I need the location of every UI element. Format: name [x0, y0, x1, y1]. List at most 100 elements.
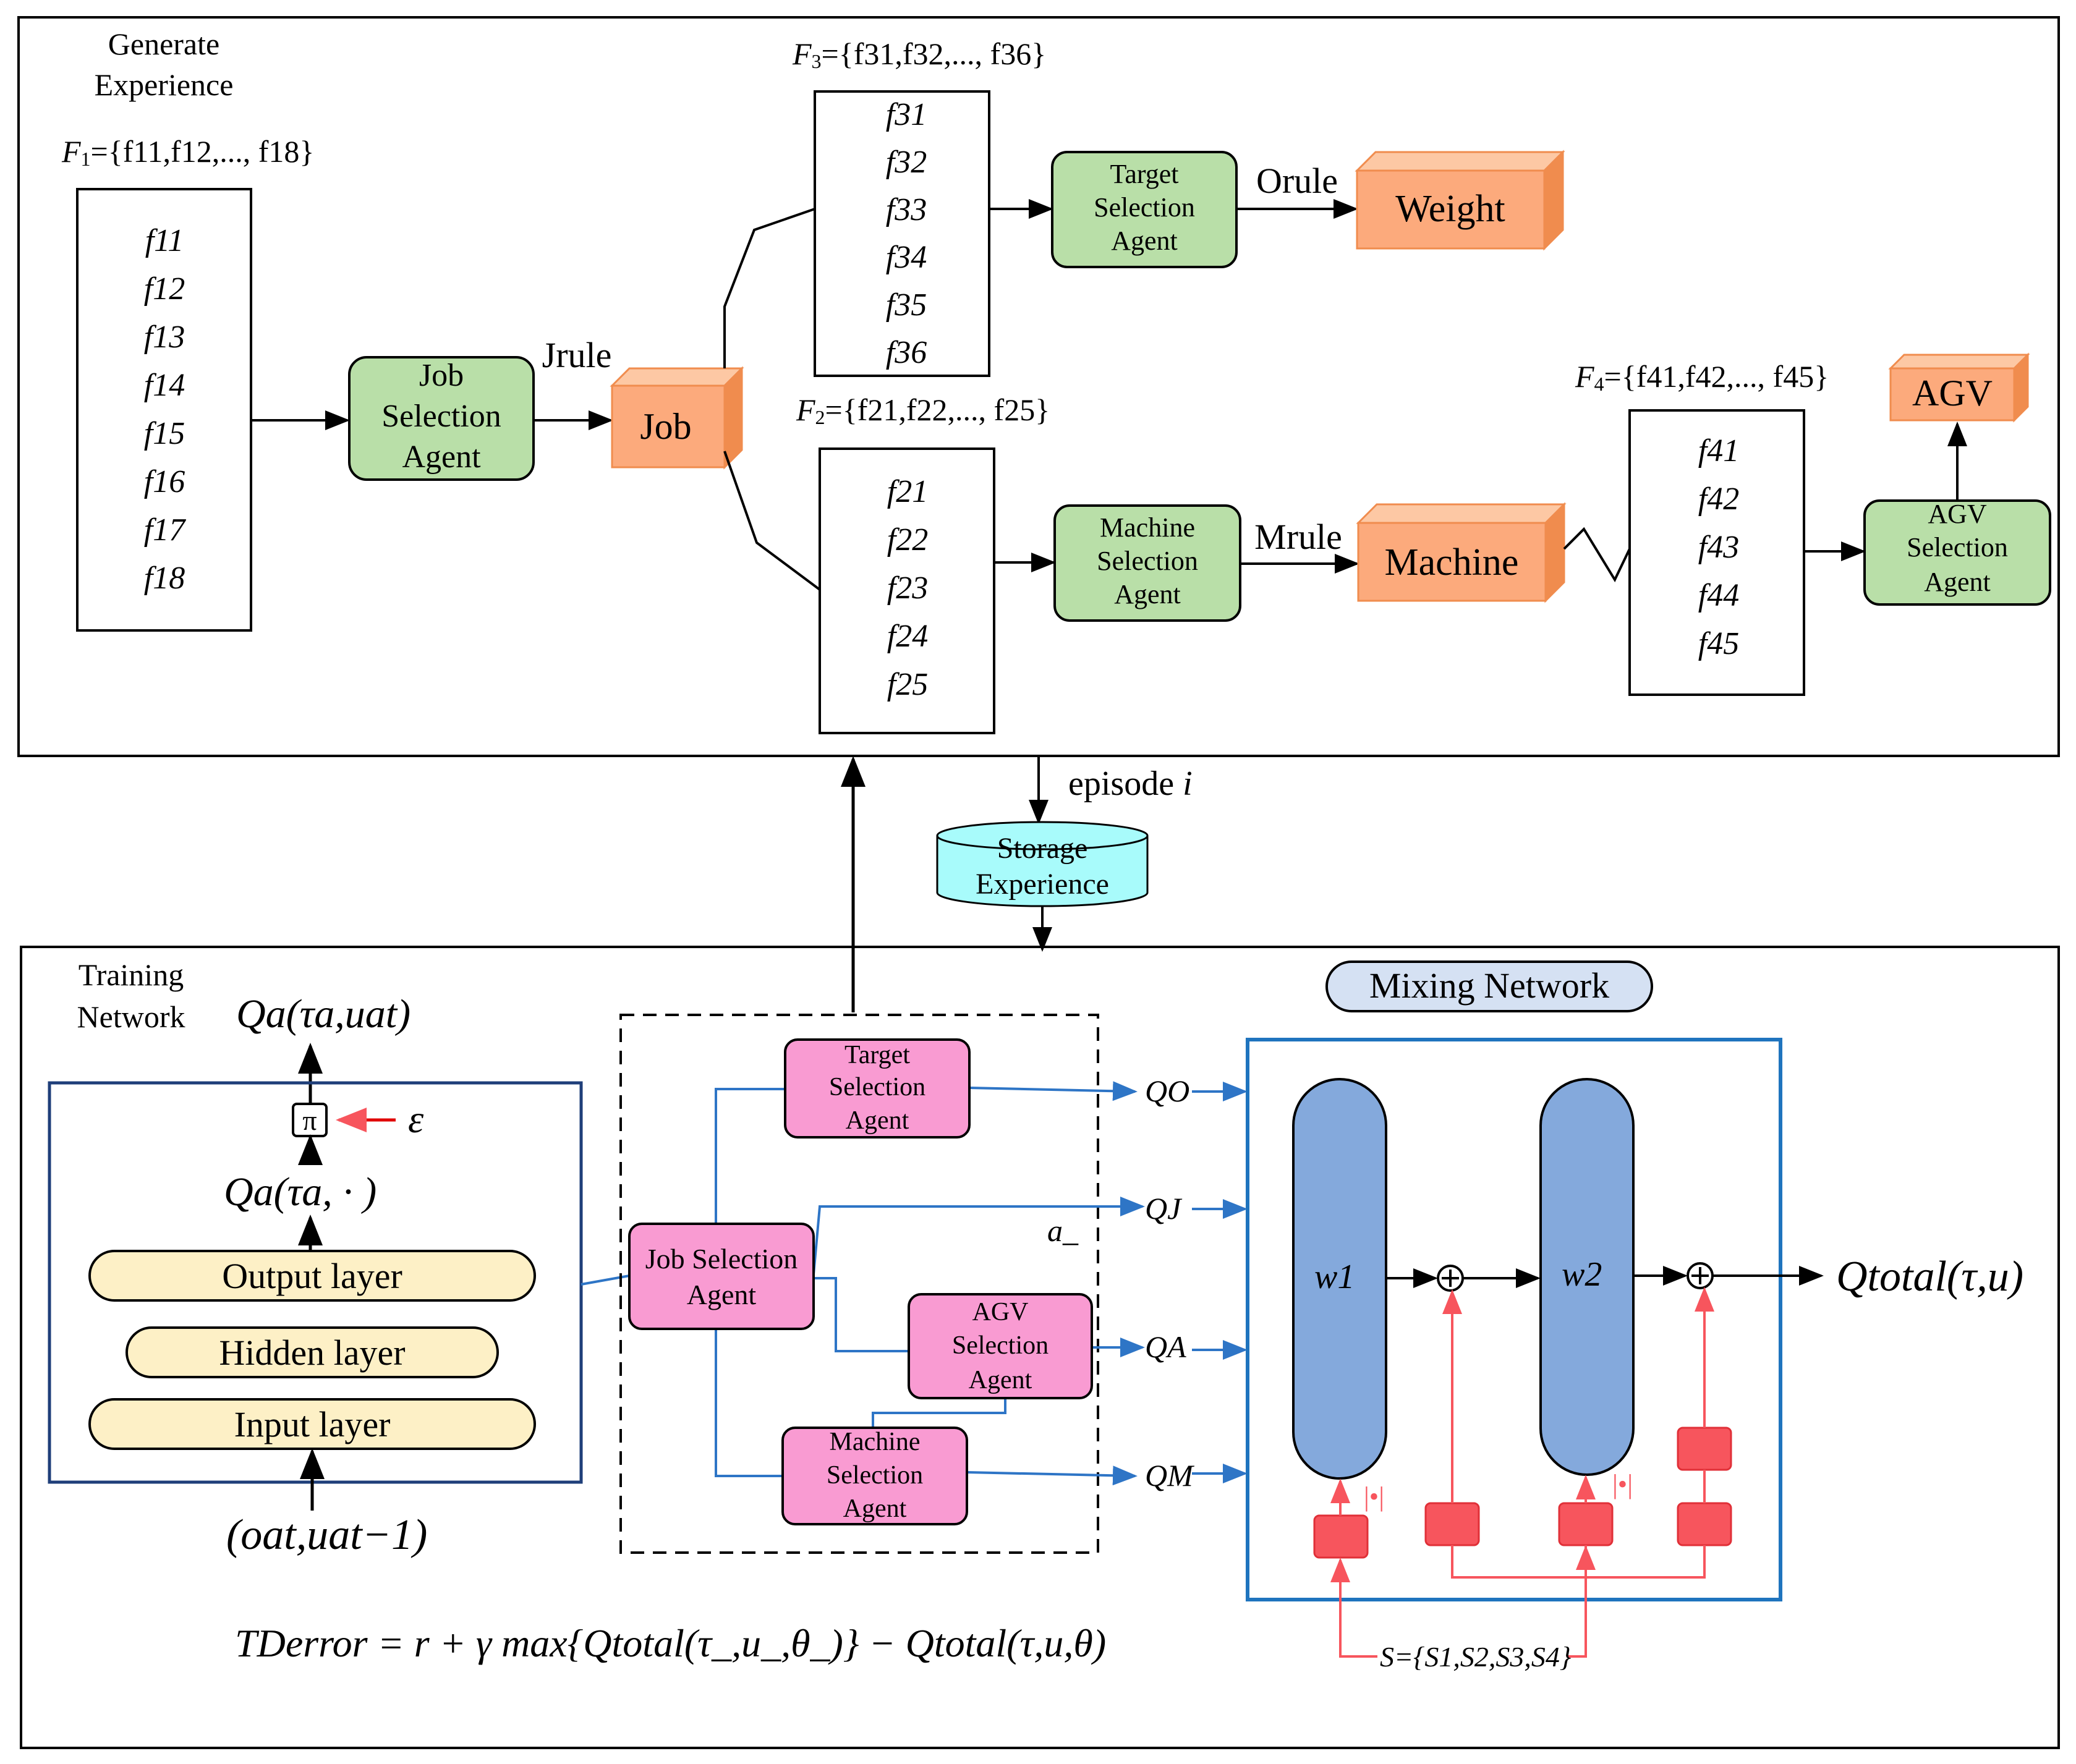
- qa-all-actions-expression: Qa(τa, · ): [224, 1169, 376, 1215]
- job-to-agv-link: [814, 1277, 909, 1352]
- target-agent-net-line1: Target: [844, 1041, 910, 1069]
- job-to-machine-link: [715, 1329, 783, 1477]
- machine-selection-agent-line3: Agent: [1114, 579, 1181, 609]
- agent-group-dashed-box: [619, 1014, 1099, 1554]
- machine-selection-agent-net[interactable]: [781, 1427, 968, 1525]
- f2-feature-item: f23: [887, 570, 928, 606]
- machine-cube-label: Machine: [1385, 541, 1519, 583]
- hidden-layer-label: Hidden layer: [219, 1333, 405, 1373]
- f1-feature-item: f16: [144, 464, 185, 499]
- machine-agent-net-line2: Selection: [827, 1461, 923, 1490]
- td-error-equation: TDerror = r + γ max{Qtotal(τ_,u_,θ_)} − …: [235, 1621, 1106, 1665]
- w2-label: w2: [1562, 1255, 1602, 1294]
- f1-feature-item: f13: [144, 320, 185, 355]
- f4-feature-item: f42: [1698, 481, 1739, 517]
- agv-agent-net-line2: Selection: [952, 1331, 1049, 1360]
- agv-selection-agent-line1: AGV: [1928, 499, 1987, 529]
- job-to-f2-branch: [723, 451, 821, 591]
- f1-feature-item: f12: [144, 271, 185, 307]
- job-selection-agent-net[interactable]: [628, 1223, 815, 1330]
- f2-feature-item: f21: [887, 474, 928, 509]
- target-selection-agent-line3: Agent: [1111, 226, 1178, 256]
- mixing-network-box: [1246, 1038, 1782, 1601]
- f1-feature-item: f18: [144, 561, 185, 596]
- job-cube: [610, 366, 744, 470]
- q-o-label: QO: [1145, 1074, 1189, 1108]
- abs-operator-1: |•|: [1364, 1482, 1384, 1512]
- input-layer-label: Input layer: [234, 1404, 391, 1444]
- agv-selection-agent-net[interactable]: [908, 1293, 1093, 1399]
- target-to-qo-arrow: [969, 1081, 1138, 1101]
- f1-feature-list: f11 f12 f13 f14 f15 f16 f17 f18: [144, 223, 186, 596]
- f2-set-label: F2={f21,f22,..., f25}: [796, 392, 1050, 428]
- f1-feature-item: f14: [144, 368, 185, 403]
- q-m-label: QM: [1145, 1458, 1194, 1493]
- f4-feature-box: [1628, 409, 1805, 696]
- pi-symbol: π: [302, 1105, 317, 1136]
- job-to-qj-link: [812, 1197, 1145, 1275]
- f3-set-label: F3={f31,f32,..., f36}: [792, 36, 1046, 72]
- f4-feature-item: f45: [1698, 626, 1739, 661]
- generate-experience-title-1: Generate: [108, 27, 219, 61]
- job-selection-agent-line1: Job: [419, 358, 464, 393]
- observation-input-expression: (oat,uat−1): [226, 1511, 427, 1559]
- job-to-target-link: [715, 1088, 785, 1224]
- mixing-network-title: Mixing Network: [1369, 965, 1609, 1006]
- f1-feature-item: f15: [144, 416, 185, 451]
- job-selection-agent-line3: Agent: [402, 439, 481, 475]
- f3-feature-item: f31: [886, 97, 927, 132]
- agv-agent-net-line1: AGV: [972, 1298, 1029, 1326]
- f3-feature-box: [814, 90, 990, 377]
- state-feed-bus: [1451, 1545, 1706, 1579]
- machine-agent-net-line1: Machine: [830, 1428, 921, 1456]
- jrule-label: Jrule: [542, 335, 612, 375]
- q-total-output: Qtotal(τ,u): [1836, 1253, 2023, 1300]
- storage-experience-cylinder: [936, 821, 1149, 907]
- sum2-operator: [1687, 1262, 1714, 1289]
- f2-feature-item: f22: [887, 522, 928, 558]
- abs-operator-2: |•|: [1612, 1469, 1633, 1499]
- generate-experience-title-2: Experience: [95, 67, 234, 102]
- target-agent-net-line3: Agent: [846, 1106, 909, 1135]
- agv-cube: [1888, 352, 2030, 423]
- machine-to-qm-arrow: [966, 1465, 1138, 1486]
- state-set-label: S={S1,S2,S3,S4}: [1380, 1641, 1571, 1673]
- machine-agent-net-line3: Agent: [843, 1495, 907, 1523]
- f4-feature-item: f44: [1698, 578, 1739, 613]
- agv-cube-label: AGV: [1912, 373, 1993, 413]
- f1-feature-item: f17: [144, 512, 186, 548]
- state-to-block1-arrow: [1330, 1558, 1377, 1658]
- f4-feature-list: f41 f42 f43 f44 f45: [1698, 433, 1739, 661]
- agv-agent-net-line3: Agent: [969, 1366, 1032, 1394]
- state-to-bus-arrow: [1567, 1545, 1596, 1658]
- sum1-operator: [1437, 1265, 1464, 1292]
- episode-label: episode i: [1068, 765, 1193, 803]
- a-prime-label: a_: [1047, 1213, 1079, 1248]
- output-to-agents-link: [581, 1274, 630, 1286]
- machine-selection-agent-line1: Machine: [1100, 512, 1195, 543]
- training-network-panel: [20, 946, 2060, 1749]
- job-agent-net-line1: Job Selection: [645, 1243, 798, 1274]
- q-j-label: QJ: [1145, 1191, 1183, 1226]
- target-selection-agent-line2: Selection: [1094, 192, 1195, 223]
- f3-feature-item: f34: [886, 240, 927, 275]
- f3-feature-item: f33: [886, 192, 927, 227]
- f4-set-label: F4={f41,f42,..., f45}: [1575, 359, 1829, 395]
- job-cube-label: Job: [640, 406, 691, 447]
- mixing-network-title-pill: [1325, 960, 1653, 1012]
- f4-feature-item: f41: [1698, 433, 1739, 469]
- f2-feature-item: f25: [887, 667, 928, 702]
- q-a-label: QA: [1145, 1329, 1186, 1364]
- f3-feature-item: f32: [886, 145, 927, 180]
- hidden-layer: [125, 1326, 499, 1378]
- target-selection-agent-net[interactable]: [784, 1038, 971, 1139]
- f4-feature-item: f43: [1698, 530, 1739, 565]
- f1-feature-item: f11: [145, 223, 184, 258]
- training-network-title-2: Network: [77, 999, 185, 1034]
- target-agent-net-line2: Selection: [829, 1073, 925, 1101]
- agv-selection-agent-line2: Selection: [1907, 532, 2008, 562]
- f2-feature-item: f24: [887, 619, 928, 654]
- orule-label: Orule: [1256, 161, 1338, 201]
